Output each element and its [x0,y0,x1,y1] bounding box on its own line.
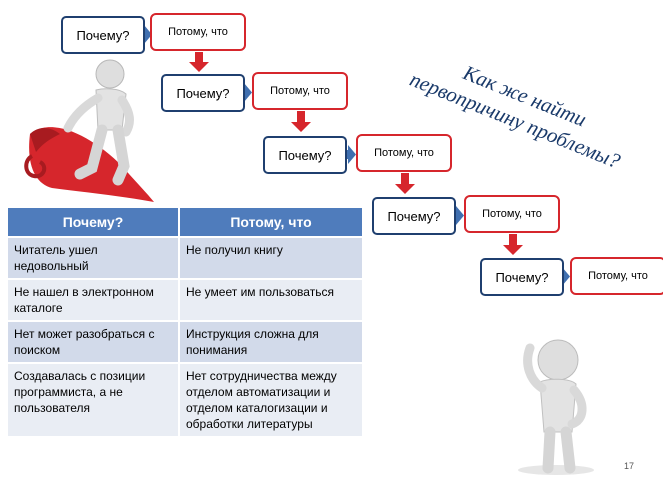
right-arrow-icon [450,206,464,225]
down-arrow-icon [291,111,311,132]
because-box: Потому, что [464,195,560,233]
table-cell: Создавалась с позиции программиста, а не… [8,362,180,436]
because-box: Потому, что [356,134,452,172]
thinking-figure-illustration [518,339,594,475]
table-cell: Читатель ушел недовольный [8,236,180,279]
why-box: Почему? [372,197,456,235]
table-cell: Не получил книгу [179,236,362,279]
why-box: Почему? [161,74,245,112]
table-cell: Нет сотрудничества между отделом автомат… [179,362,362,436]
table-cell: Не нашел в электронном каталоге [8,278,180,321]
page-number: 17 [624,461,635,471]
table-row: Читатель ушел недовольный Не получил кни… [8,236,362,279]
why-box: Почему? [263,136,347,174]
table-header-row: Почему? Потому, что [8,208,362,237]
column-header: Почему? [8,208,180,237]
because-box: Потому, что [252,72,348,110]
column-header: Потому, что [179,208,362,237]
down-arrow-icon [395,173,415,194]
table-cell: Не умеет им пользоваться [179,278,362,321]
table-row: Создавалась с позиции программиста, а не… [8,362,362,436]
down-arrow-icon [503,234,523,255]
down-arrow-icon [189,52,209,72]
right-arrow-icon [238,83,252,102]
table-cell: Инструкция сложна для понимания [179,320,362,363]
table-cell: Нет может разобраться с поиском [8,320,180,363]
why-box: Почему? [61,16,145,54]
right-arrow-icon [341,145,356,164]
because-box: Потому, что [570,257,663,295]
table-row: Не нашел в электронном каталоге Не умеет… [8,278,362,321]
because-box: Потому, что [150,13,246,51]
table-row: Нет может разобраться с поиском Инструкц… [8,320,362,363]
why-because-table: Почему? Потому, что Читатель ушел недово… [8,208,362,436]
right-arrow-icon [138,25,152,44]
why-box: Почему? [480,258,564,296]
figure-with-carpet-illustration [24,59,154,202]
